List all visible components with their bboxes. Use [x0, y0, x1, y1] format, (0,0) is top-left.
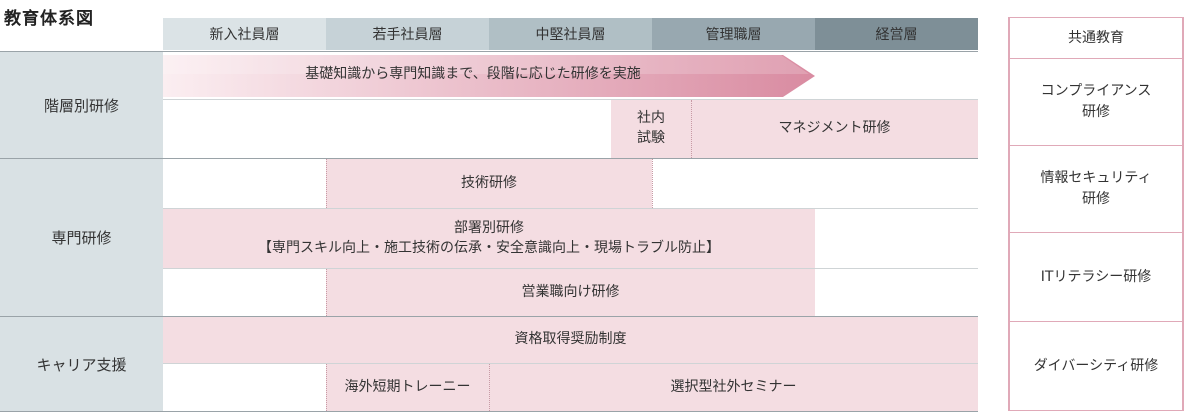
overseas-right-divider: [489, 364, 490, 411]
progression-arrow: [163, 55, 815, 97]
hierarchy-row-separator: [163, 99, 978, 100]
technical-right-divider: [652, 159, 653, 208]
specialty-row-separator-2: [163, 268, 978, 269]
program-qualification: 資格取得奨励制度: [163, 317, 978, 363]
common-item-compliance: コンプライアンス 研修: [1008, 59, 1184, 145]
exam-divider: [691, 100, 692, 158]
common-line-0: [1008, 17, 1184, 18]
common-line-1: [1008, 58, 1184, 59]
category-specialty: 専門研修: [0, 159, 163, 316]
common-item-security: 情報セキュリティ 研修: [1008, 146, 1184, 232]
program-management: マネジメント研修: [691, 100, 978, 158]
common-line-3: [1008, 232, 1184, 233]
divider-top: [0, 51, 978, 52]
common-line-4: [1008, 321, 1184, 322]
level-header-mid-employee: 中堅社員層: [489, 18, 652, 50]
technical-left-divider: [326, 159, 327, 208]
sales-left-divider: [326, 269, 327, 316]
program-internal-exam: 社内 試験: [611, 100, 691, 158]
category-career: キャリア支援: [0, 317, 163, 411]
category-hierarchy: 階層別研修: [0, 52, 163, 158]
program-sales: 営業職向け研修: [326, 269, 815, 316]
common-item-it-literacy: ITリテラシー研修: [1008, 233, 1184, 321]
program-external-seminar: 選択型社外セミナー: [489, 364, 978, 411]
common-item-diversity: ダイバーシティ研修: [1008, 322, 1184, 411]
common-header: 共通教育: [1008, 18, 1184, 58]
overseas-left-divider: [326, 364, 327, 411]
common-line-5: [1008, 410, 1184, 411]
level-header-executive: 経営層: [815, 18, 978, 50]
divider-specialty-career: [0, 316, 978, 317]
diagram-title: 教育体系図: [4, 9, 94, 29]
divider-hierarchy-specialty: [0, 158, 978, 159]
level-header-manager: 管理職層: [652, 18, 815, 50]
specialty-row-separator-1: [163, 208, 978, 209]
program-department: 部署別研修 【専門スキル向上・施工技術の伝承・安全意識向上・現場トラブル防止】: [163, 209, 815, 268]
level-header-new-employee: 新入社員層: [163, 18, 326, 50]
program-technical: 技術研修: [326, 159, 652, 208]
level-header-young-employee: 若手社員層: [326, 18, 489, 50]
career-row-separator: [163, 363, 978, 364]
program-overseas: 海外短期トレーニー: [326, 364, 489, 411]
common-line-2: [1008, 145, 1184, 146]
arrow-label: 基礎知識から専門知識まで、段階に応じた研修を実施: [305, 66, 641, 83]
